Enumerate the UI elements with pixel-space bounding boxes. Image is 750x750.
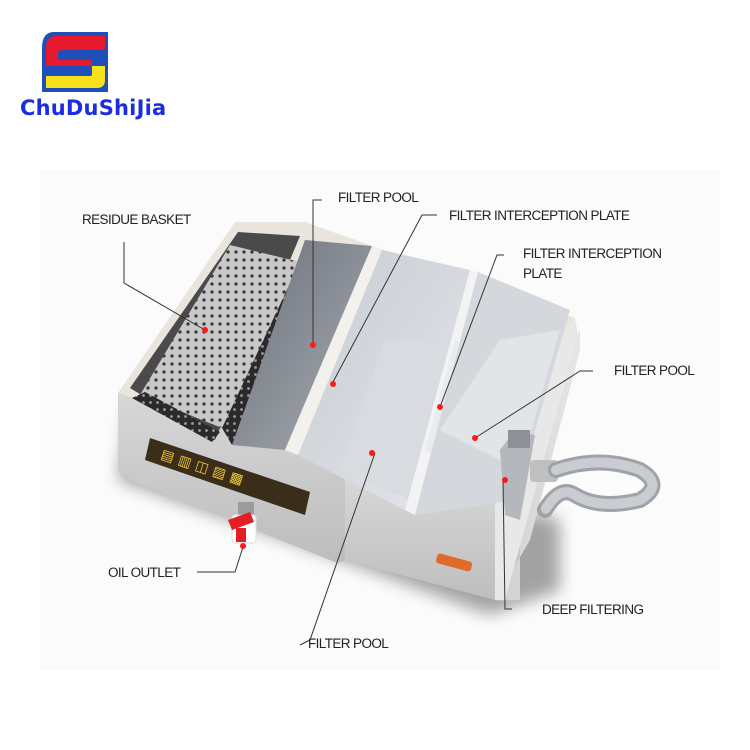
callout-filter-pool-bottom: FILTER POOL [308,636,389,651]
callout-residue-basket: RESIDUE BASKET [82,212,191,227]
callout-filter-interception-plate-2-line2: PLATE [523,266,562,281]
callout-filter-interception-plate-1: FILTER INTERCEPTION PLATE [449,208,630,223]
callout-filter-pool-top: FILTER POOL [338,190,419,205]
callout-filter-interception-plate-2-line1: FILTER INTERCEPTION [523,246,662,261]
callout-filter-pool-right: FILTER POOL [614,363,695,378]
callout-deep-filtering: DEEP FILTERING [542,602,644,617]
brand-name: ChuDuShiJia [20,96,167,120]
callout-oil-outlet: OIL OUTLET [108,565,181,580]
brand-logo-icon [42,32,108,92]
